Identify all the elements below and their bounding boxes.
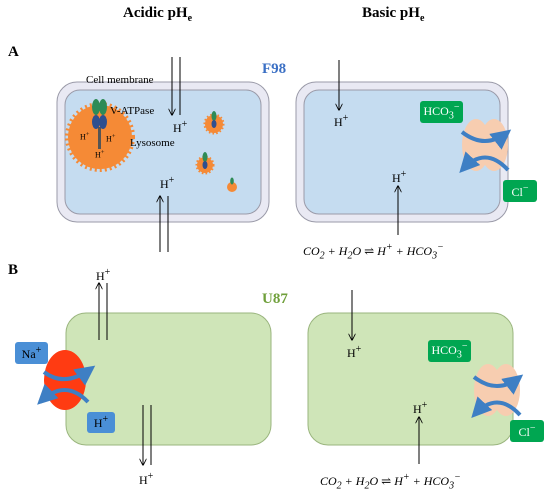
panel-letter-a: A [8,44,19,60]
ion-h-u87-top: H+ [96,267,111,283]
label-cell-membrane: Cell membrane [86,74,154,86]
ion-h-f98-top: H+ [173,119,188,135]
ion-h-lys-1: H+ [80,131,90,142]
arrow-h-efflux-f98 [160,196,169,252]
nhe-transporter [37,350,96,410]
ion-h-lys-2: H+ [106,133,116,144]
header-basic: Basic pHe [362,5,425,24]
ion-h-u87-bottom: H+ [139,471,154,487]
box-hco3-u87: HCO3− [428,340,471,362]
box-h-u87: H+ [87,412,115,433]
label-v-atpase: V-ATPase [110,105,155,117]
label-lysosome: Lysosome [130,137,175,149]
box-hco3-f98: HCO3− [420,101,463,123]
ion-h-lys-3: H+ [95,149,105,160]
box-cl-f98: Cl− [503,180,537,202]
arrow-h-down-u87 [143,405,152,465]
lysosome-small-1 [203,111,225,135]
ion-h-u87-basic-mid: H+ [413,400,428,416]
box-na-u87: Na+ [15,342,48,364]
cell-line-u87: U87 [262,291,288,307]
v-atpase-pump [92,99,107,149]
lysosome-small-2 [195,152,215,175]
arrow-h-out-u87 [99,283,108,340]
lysosome-small-3 [227,177,237,192]
ion-h-f98-bottom: H+ [160,175,175,191]
panel-letter-b: B [8,262,19,278]
equation-f98: CO2 + H2O ⇌ H+ + HCO3− [303,242,444,262]
equation-u87: CO2 + H2O ⇌ H+ + HCO3− [320,472,461,492]
ion-h-f98-basic-mid: H+ [392,169,407,185]
arrow-h-influx-f98 [172,57,181,115]
exchanger-u87 [471,364,524,418]
box-cl-u87: Cl− [510,420,544,442]
exchanger-f98 [459,119,512,173]
cell-line-f98: F98 [262,61,287,77]
ion-h-u87-basic-top: H+ [347,344,362,360]
header-acidic: Acidic pHe [123,5,193,24]
ion-h-f98-basic-top: H+ [334,113,349,129]
